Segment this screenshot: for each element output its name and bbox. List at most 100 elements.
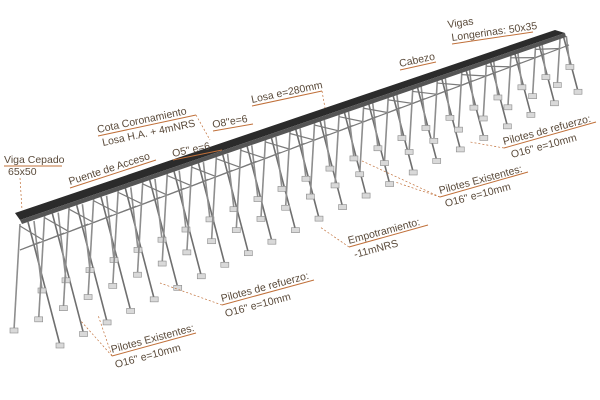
pile-footing	[182, 249, 192, 256]
underline	[212, 123, 254, 132]
label-cabezo-text: Cabezo	[398, 51, 436, 70]
longitudinal-beam	[535, 47, 561, 59]
pile-existing	[556, 38, 561, 85]
pile-footing	[126, 308, 135, 314]
pile-existing	[111, 190, 119, 286]
pile-reinforcement	[75, 204, 108, 323]
pile-footing	[306, 193, 315, 200]
label-o8: O8"e=6	[211, 113, 254, 132]
pile-reinforcement	[27, 221, 61, 346]
pile-existing	[57, 212, 67, 280]
pile-reinforcement	[270, 137, 297, 230]
pile-footing	[429, 137, 439, 144]
pile-reinforcement	[562, 36, 579, 92]
underline	[439, 171, 529, 198]
pile-footing	[454, 126, 463, 133]
label-viga-cepado: Viga Cepado 65x50	[4, 154, 65, 211]
label-pilotes-refuerzo-bottom: Pilotes de refuerzo: O16" e=10mm	[159, 270, 315, 320]
pile-footing	[493, 94, 503, 101]
label-viga-cepado-line1: Viga Cepado	[4, 154, 65, 166]
longitudinal-beam	[338, 121, 364, 132]
pile-footing	[408, 169, 418, 176]
longitudinal-beam	[486, 66, 512, 77]
pile-footing	[314, 215, 324, 222]
pier-structure	[9, 35, 583, 349]
label-vigas-line1: Vigas	[447, 15, 474, 31]
diagonal-brace	[486, 65, 511, 68]
pile-existing	[275, 136, 283, 189]
leader-line	[319, 226, 350, 248]
pile-footing	[503, 104, 513, 111]
underline	[399, 61, 437, 71]
pile-existing	[210, 156, 218, 241]
diagonal-brace	[191, 166, 217, 178]
pile-existing	[492, 61, 499, 98]
pile-existing	[541, 44, 547, 77]
diagonal-brace	[314, 124, 340, 132]
pile-footing	[291, 227, 300, 233]
longitudinal-beam	[265, 148, 291, 159]
longitudinal-beam	[387, 102, 413, 114]
pile-reinforcement	[197, 162, 226, 265]
longitudinal-beam	[117, 203, 143, 214]
pile-existing	[371, 103, 379, 148]
leader-line	[97, 314, 113, 357]
underline	[503, 121, 597, 149]
diagonal-brace	[93, 200, 119, 214]
pile-existing	[284, 131, 291, 208]
pile-footing	[133, 271, 142, 278]
underline	[172, 149, 223, 161]
leader-line	[394, 181, 441, 198]
pile-footing	[503, 123, 512, 130]
diagonal-brace	[216, 158, 242, 169]
pile-footing	[157, 236, 167, 243]
pile-footing	[61, 277, 71, 284]
underline	[69, 159, 157, 189]
bracing	[559, 44, 570, 50]
pile-footing	[37, 287, 47, 294]
leader-line	[159, 282, 223, 306]
label-viga-cepado-line2: 65x50	[8, 166, 37, 178]
longitudinal-beam	[191, 176, 217, 187]
longitudinal-beam	[216, 167, 242, 178]
diagonal-brace	[535, 47, 561, 51]
leader-line	[469, 141, 505, 149]
leader-line	[359, 159, 441, 198]
pile-existing	[202, 162, 211, 219]
pile-footing	[432, 158, 442, 164]
underline	[251, 90, 323, 107]
longitudinal-beam	[314, 130, 340, 141]
diagonal-brace	[117, 191, 143, 205]
pile-footing	[244, 250, 253, 257]
pile-footing	[277, 186, 287, 192]
pile-footing	[9, 327, 19, 334]
pile-footing	[380, 160, 389, 166]
pile-existing	[105, 195, 115, 260]
pile-existing	[226, 153, 235, 209]
pile-footing	[196, 273, 206, 280]
longitudinal-beam	[240, 157, 266, 169]
pile-existing	[129, 187, 139, 250]
pile-existing	[457, 72, 463, 130]
pile-footing	[55, 342, 65, 349]
pile-reinforcement	[368, 104, 391, 184]
diagonal-brace	[240, 149, 266, 159]
pile-existing	[444, 77, 451, 118]
pile-footing	[445, 114, 455, 121]
pile-reinforcement	[221, 154, 250, 253]
diagonal-brace	[265, 141, 291, 150]
label-pilotes-existentes-bottom: Pilotes Existentes: O16" e=10mm	[79, 314, 197, 371]
longitudinal-beam	[437, 84, 463, 95]
pile-existing	[517, 52, 523, 87]
pile-footing	[181, 226, 191, 233]
pile-footing	[220, 261, 230, 268]
diagonal-brace	[338, 116, 364, 123]
label-empotramiento: Empotramiento: -11mNRS	[319, 216, 429, 261]
pile-existing	[235, 148, 242, 230]
leader-line	[79, 319, 113, 357]
pile-footing	[281, 204, 290, 211]
pile-reinforcement	[295, 129, 320, 219]
label-cabezo: Cabezo	[398, 51, 437, 71]
pile-existing	[396, 94, 403, 138]
deck-edge	[20, 33, 566, 224]
